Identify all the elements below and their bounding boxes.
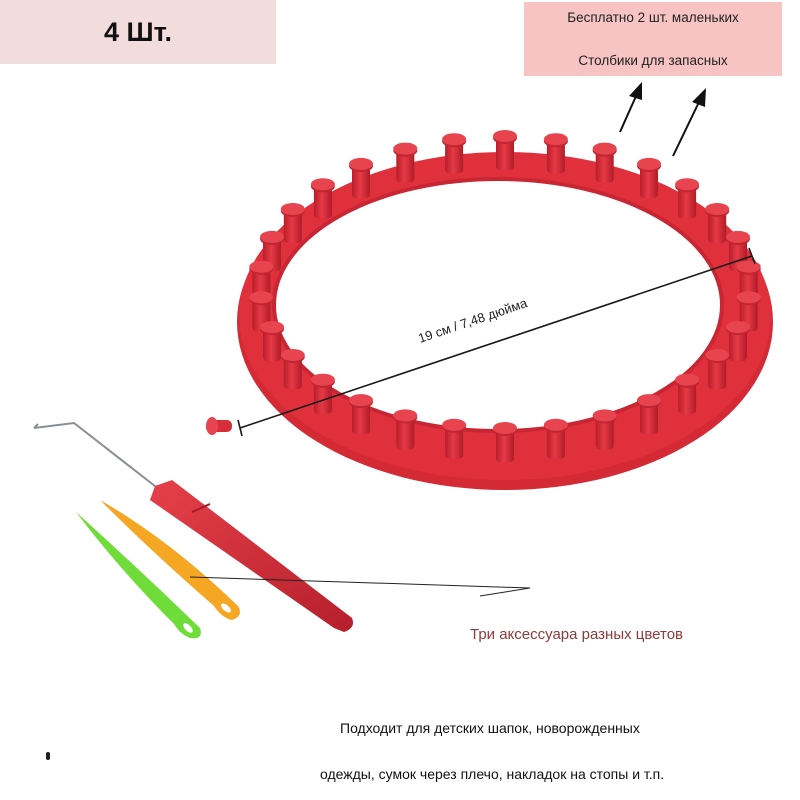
loom-peg: [310, 373, 335, 414]
loom-peg: [493, 130, 517, 170]
accessory-pointer: [189, 576, 531, 597]
accessories-caption: Три аксессуара разных цветов: [470, 626, 684, 643]
loom-peg: [280, 203, 305, 243]
loom-peg: [543, 133, 568, 174]
loom-peg: [637, 157, 661, 198]
quantity-label: 4 Шт.: [103, 16, 172, 47]
loom-peg: [442, 418, 467, 459]
bonus-note: Бесплатно 2 шт. маленьких Столбики для з…: [524, 2, 782, 76]
loom-peg: [675, 373, 700, 414]
quantity-badge: 4 Шт.: [0, 0, 276, 64]
spare-peg-arrows: [619, 82, 706, 157]
knitting-loom: [206, 130, 773, 490]
green-yarn-needle: [76, 512, 201, 639]
yellow-yarn-needle: [100, 500, 240, 620]
loom-peg: [592, 409, 617, 450]
loom-peg: [393, 142, 418, 183]
loom-peg: [705, 349, 730, 389]
loom-peg: [442, 133, 467, 174]
usage-text-line-1: Подходит для детских шапок, новорожденны…: [340, 720, 640, 736]
loom-peg: [349, 157, 373, 198]
loom-peg: [493, 422, 517, 462]
loom-peg: [592, 142, 617, 183]
usage-text-line-2: одежды, сумок через плечо, накладок на с…: [320, 766, 665, 782]
loom-peg: [675, 178, 700, 219]
loom-peg: [705, 203, 730, 243]
bonus-note-line-2: Столбики для запасных: [578, 53, 728, 68]
bonus-note-line-1: Бесплатно 2 шт. маленьких: [567, 10, 739, 25]
loom-peg: [280, 349, 305, 389]
loom-peg: [543, 418, 568, 459]
loom-pegs: [249, 130, 761, 462]
loom-peg: [726, 321, 750, 362]
loom-peg: [393, 409, 418, 450]
loom-peg: [310, 178, 335, 219]
loom-peg: [260, 321, 284, 362]
loom-peg: [637, 394, 661, 435]
knitting-hook-tool: [33, 421, 353, 632]
stray-mark: [46, 752, 50, 760]
loom-peg: [349, 394, 373, 435]
